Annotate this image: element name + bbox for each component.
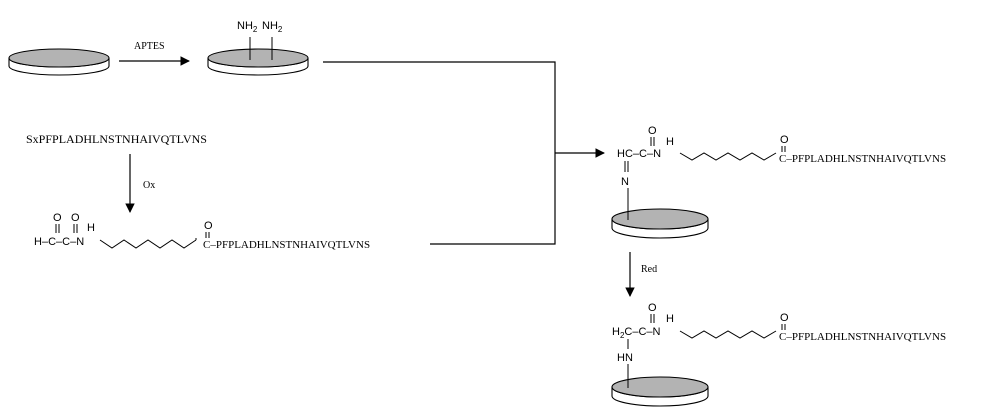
svg-text:H–C–C–N: H–C–C–N — [34, 236, 84, 248]
aldehyde-peptide: O O H H–C–C–N O C–PFPLADHLNSTNHAIVQTLVNS — [34, 212, 370, 251]
svg-text:H: H — [87, 222, 95, 234]
peptide-free-label: SxPFPLADHLNSTNHAIVQTLVNS — [26, 132, 207, 146]
svg-text:C–PFPLADHLNSTNHAIVQTLVNS: C–PFPLADHLNSTNHAIVQTLVNS — [779, 153, 946, 165]
svg-text:H: H — [666, 136, 674, 148]
svg-text:H: H — [666, 313, 674, 325]
svg-text:O: O — [780, 312, 789, 324]
surface-disk-amine — [207, 37, 309, 76]
ox-label: Ox — [143, 180, 155, 191]
svg-text:O: O — [648, 125, 657, 137]
svg-text:HC–C–N: HC–C–N — [617, 148, 661, 160]
svg-text:O: O — [780, 134, 789, 146]
reduced-product: O H H2C–C–N O C–PFPLADHLNSTNHAIVQTLVNS H… — [612, 302, 946, 386]
connector-lines — [323, 61, 556, 245]
svg-text:O: O — [53, 212, 62, 224]
svg-text:NH2: NH2 — [237, 20, 258, 34]
svg-text:O: O — [648, 302, 657, 314]
svg-text:N: N — [621, 176, 629, 188]
amine-groups: NH2 NH2 — [237, 20, 283, 34]
svg-text:O: O — [71, 212, 80, 224]
svg-text:H2C–C–N: H2C–C–N — [612, 326, 661, 340]
red-label: Red — [641, 264, 657, 275]
svg-text:C–PFPLADHLNSTNHAIVQTLVNS: C–PFPLADHLNSTNHAIVQTLVNS — [779, 331, 946, 343]
svg-text:HN: HN — [617, 352, 633, 364]
aptes-label: APTES — [134, 41, 165, 52]
surface-disk-reduced — [611, 376, 709, 407]
svg-text:C–PFPLADHLNSTNHAIVQTLVNS: C–PFPLADHLNSTNHAIVQTLVNS — [203, 239, 370, 251]
surface-disk-imine — [611, 208, 709, 239]
svg-text:O: O — [204, 220, 213, 232]
surface-disk-bare — [8, 48, 110, 76]
imine-product: O H HC–C–N O C–PFPLADHLNSTNHAIVQTLVNS N — [617, 125, 946, 216]
svg-text:NH2: NH2 — [262, 20, 283, 34]
